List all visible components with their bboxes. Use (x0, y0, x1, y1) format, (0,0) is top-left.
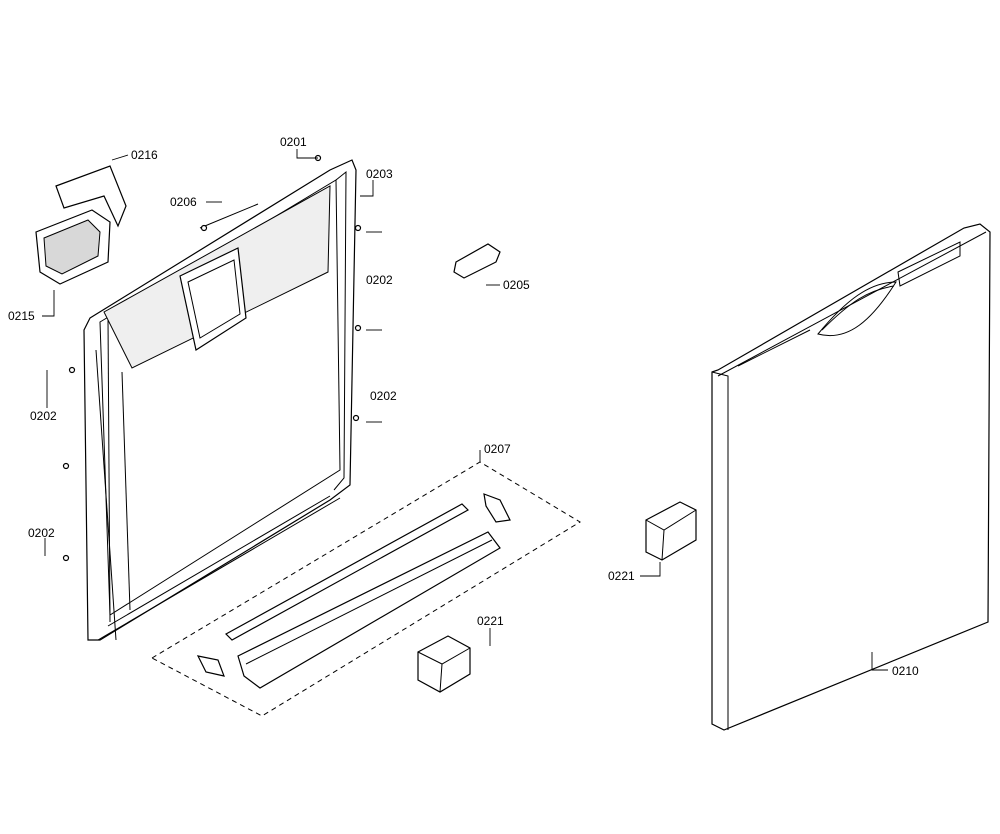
inner-door-frame (83, 159, 357, 641)
callout-0221-center: 0221 (477, 614, 504, 628)
callout-0202-mid-right: 0202 (370, 389, 397, 403)
callout-0201: 0201 (280, 135, 307, 149)
callout-0205: 0205 (503, 278, 530, 292)
callout-0202-left-upper: 0202 (30, 409, 57, 423)
callout-0210: 0210 (892, 664, 919, 678)
callout-0215: 0215 (8, 309, 35, 323)
hinge-bracket-right (483, 493, 511, 523)
callout-0207: 0207 (484, 442, 511, 456)
hinge-bracket-left (196, 655, 225, 677)
hinge-kit-outline (150, 461, 581, 717)
hinge-rail (225, 503, 501, 689)
outer-door-panel (711, 223, 991, 731)
module-cover (55, 165, 127, 228)
bracket-right (645, 501, 697, 561)
callout-0203: 0203 (366, 167, 393, 181)
callout-0206: 0206 (170, 195, 197, 209)
leader-lines (42, 149, 888, 671)
callout-0216: 0216 (131, 148, 158, 162)
callout-0202-left-lower: 0202 (28, 526, 55, 540)
control-module (35, 209, 111, 285)
bracket-center (417, 635, 471, 693)
screw-group (62, 154, 362, 562)
callout-0202-upper-right: 0202 (366, 273, 393, 287)
callout-0221-left: 0221 (608, 569, 635, 583)
door-latch (453, 243, 501, 279)
callout-labels: 0201 0203 0206 0216 0202 0202 0205 0215 … (8, 135, 919, 678)
